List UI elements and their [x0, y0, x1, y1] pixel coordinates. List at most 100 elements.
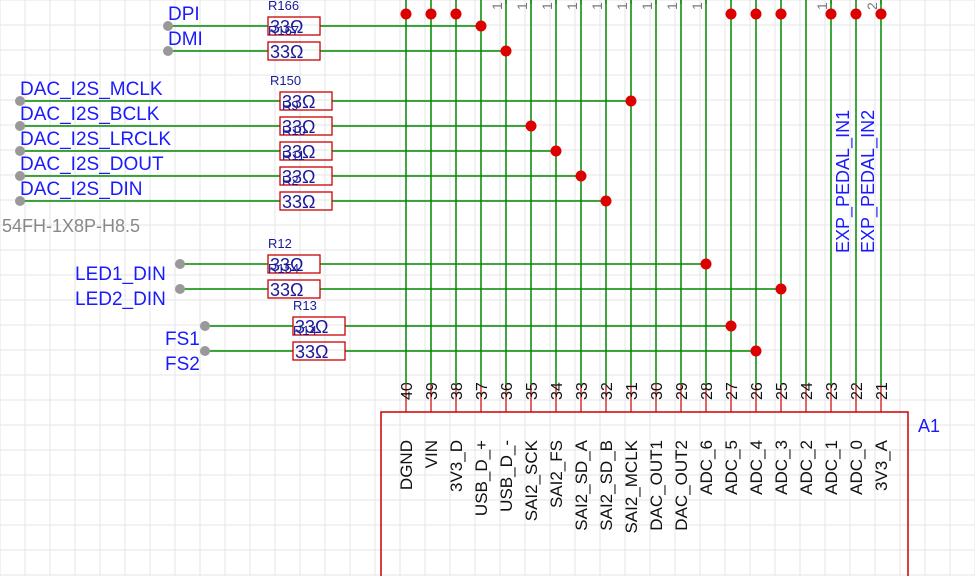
component-pins: 40DGND39VIN383V3_D37USB_D_+36USB_D_-35SA…: [397, 382, 891, 533]
net-label: LED2_DIN: [75, 289, 166, 310]
resistor-ref: R9: [282, 98, 299, 113]
pin-number: 31: [624, 382, 641, 400]
pin-name: SAI2_SD_B: [597, 440, 616, 531]
net-label: FS1: [165, 329, 200, 350]
junction-dot: [425, 8, 437, 20]
resistor-value: 33Ω: [282, 167, 315, 187]
top-pin-mark: 1: [639, 2, 655, 10]
net-endpoint: [175, 259, 185, 269]
pin-name: USB_D_-: [497, 440, 516, 512]
junction-dot: [775, 283, 787, 295]
pin-name: SAI2_SCK: [522, 439, 541, 521]
resistor-ref: R2: [282, 173, 299, 188]
pin-name: DAC_OUT1: [647, 440, 666, 531]
net-label: DAC_I2S_BCLK: [20, 104, 160, 125]
resistor-ref: R166: [268, 0, 299, 13]
resistor-value: 33Ω: [270, 255, 303, 275]
resistor-ref: R150: [270, 73, 301, 88]
top-pin-mark: 1: [539, 2, 555, 10]
pin-name: DGND: [397, 440, 416, 490]
net-label: DAC_I2S_LRCLK: [20, 129, 171, 150]
junction-dot: [700, 258, 712, 270]
junction-dot: [500, 45, 512, 57]
resistor-body: [292, 341, 346, 361]
pin-number: 35: [524, 382, 541, 400]
junction-dot: [600, 195, 612, 207]
net-endpoint: [175, 284, 185, 294]
top-pin-mark: 1: [614, 2, 630, 10]
pin-number: 37: [474, 382, 491, 400]
resistor-body: [267, 279, 321, 299]
resistor-body: [279, 166, 333, 186]
pin-name: ADC_3: [772, 440, 791, 495]
pin-number: 28: [699, 382, 716, 400]
net-endpoint: [200, 346, 210, 356]
component-a1-body[interactable]: [380, 411, 909, 576]
junction-dot: [725, 8, 737, 20]
junction-dot: [475, 20, 487, 32]
pin-name: 3V3_A: [872, 439, 891, 491]
pin-number: 25: [774, 382, 791, 400]
resistor-value: 33Ω: [295, 317, 328, 337]
net-label: FS2: [165, 354, 200, 375]
pin-number: 30: [649, 382, 666, 400]
resistor-value: 33Ω: [282, 192, 315, 212]
pin-number: 38: [449, 382, 466, 400]
vertical-wires: [405, 0, 882, 385]
resistor-value: 33Ω: [295, 342, 328, 362]
resistor-ref: R12: [268, 236, 292, 251]
net-label: DMI: [168, 29, 203, 50]
resistor-body: [267, 16, 321, 36]
resistor-value: 33Ω: [270, 42, 303, 62]
pin-name: SAI2_SD_A: [572, 439, 591, 530]
resistor-ref: R10: [282, 123, 306, 138]
pin-number: 39: [424, 382, 441, 400]
junction-dot: [575, 170, 587, 182]
junction-dot: [625, 95, 637, 107]
junction-dot: [750, 8, 762, 20]
top-pin-mark: 1: [689, 2, 705, 10]
pin-number: 40: [399, 382, 416, 400]
junction-dot: [525, 120, 537, 132]
pin-number: 29: [674, 382, 691, 400]
junction-dot: [875, 8, 887, 20]
net-endpoint: [163, 46, 173, 56]
net-endpoint: [15, 121, 25, 131]
net-endpoint: [15, 196, 25, 206]
resistor-value: 33Ω: [282, 142, 315, 162]
junction-dot: [550, 145, 562, 157]
resistor-body: [267, 41, 321, 61]
top-pin-mark: 1: [489, 2, 505, 10]
pin-name: ADC_5: [722, 440, 741, 495]
top-pin-mark: 1: [564, 2, 580, 10]
net-label: DAC_I2S_MCLK: [20, 79, 163, 100]
pin-number: 34: [549, 382, 566, 400]
resistor-value: 33Ω: [282, 117, 315, 137]
top-pin-mark: 1: [514, 2, 530, 10]
pin-name: ADC_2: [797, 440, 816, 495]
net-label: DPI: [168, 4, 200, 25]
junction-dot: [825, 8, 837, 20]
top-pin-mark: 1: [664, 2, 680, 10]
pin-number: 21: [874, 382, 891, 400]
junction-dot: [850, 8, 862, 20]
net-endpoint: [200, 321, 210, 331]
resistor-body: [292, 316, 346, 336]
net-label-exp-pedal-in1: EXP_PEDAL_IN1: [833, 110, 854, 253]
pin-name: ADC_6: [697, 440, 716, 495]
net-endpoint: [15, 146, 25, 156]
resistor-ref: R167: [268, 23, 299, 38]
pin-number: 22: [849, 382, 866, 400]
top-pin-mark: 1: [814, 2, 830, 10]
net-rows: DPI R166 33Ω DMI R167 33Ω DAC_I2S_MCLK R150 33Ω D…: [15, 0, 787, 375]
net-label: DAC_I2S_DIN: [20, 179, 143, 200]
pin-number: 33: [574, 382, 591, 400]
pin-number: 32: [599, 382, 616, 400]
net-endpoint: [163, 21, 173, 31]
pin-name: SAI2_MCLK: [622, 439, 641, 533]
resistor-ref: R13: [293, 298, 317, 313]
net-label: LED1_DIN: [75, 264, 166, 285]
